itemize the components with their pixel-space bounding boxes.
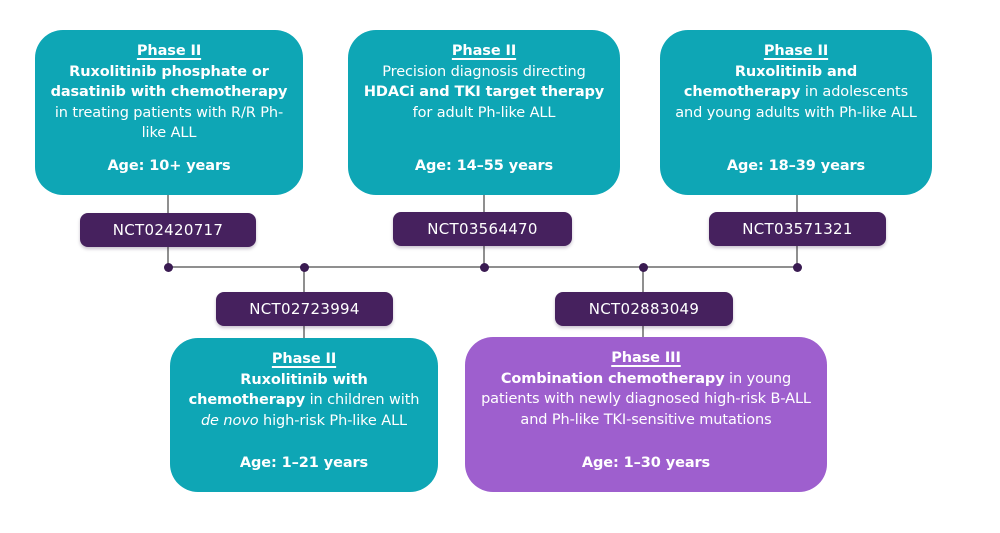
description-segment: in treating patients with R/R Ph-like AL… bbox=[54, 104, 284, 142]
age-label: Age: 14–55 years bbox=[414, 157, 554, 174]
trial-card-nct03564470: Phase II Precision diagnosis directing H… bbox=[348, 30, 620, 195]
description-segment: Combination chemotherapy bbox=[500, 370, 725, 387]
connector-dot bbox=[638, 262, 648, 272]
connector-dot bbox=[479, 262, 489, 272]
connector-dot bbox=[792, 262, 802, 272]
nct-id: NCT02420717 bbox=[112, 221, 224, 239]
age-label: Age: 1–30 years bbox=[581, 454, 711, 471]
age-label: Age: 10+ years bbox=[107, 157, 231, 174]
trial-description: Ruxolitinib with chemotherapy in children… bbox=[184, 370, 424, 432]
description-segment: chemotherapy bbox=[188, 392, 306, 408]
nct-id: NCT03571321 bbox=[742, 220, 853, 238]
trial-description: Precision diagnosis directing HDACi and … bbox=[362, 62, 606, 124]
description-segment: in children with bbox=[305, 392, 420, 408]
description-segment: in adolescents and young adults with Ph-… bbox=[675, 84, 917, 121]
trial-description: Combination chemotherapy in young patien… bbox=[479, 369, 813, 431]
description-segment: Ruxolitinib with bbox=[240, 371, 368, 388]
description-segment: chemotherapy bbox=[683, 84, 801, 100]
description-segment: for adult Ph-like ALL bbox=[412, 104, 556, 121]
connector-dot bbox=[163, 262, 173, 272]
description-segment: Precision diagnosis directing bbox=[382, 63, 586, 80]
age-label: Age: 18–39 years bbox=[726, 157, 866, 174]
nct-id: NCT02723994 bbox=[249, 300, 360, 318]
nct-badge-nct02420717: NCT02420717 bbox=[80, 213, 256, 247]
nct-badge-nct03564470: NCT03564470 bbox=[393, 212, 572, 246]
phase-label: Phase II bbox=[763, 43, 829, 59]
trial-card-nct02420717: Phase II Ruxolitinib phosphate or dasati… bbox=[35, 30, 303, 195]
trial-card-nct02883049: Phase III Combination chemotherapy in yo… bbox=[465, 337, 827, 492]
phase-label: Phase II bbox=[451, 43, 517, 59]
age-label: Age: 1–21 years bbox=[239, 454, 369, 471]
trial-description: Ruxolitinib phosphate or dasatinib with … bbox=[49, 62, 289, 144]
phase-label: Phase II bbox=[136, 43, 202, 59]
description-segment: de novo bbox=[200, 412, 259, 429]
nct-badge-nct03571321: NCT03571321 bbox=[709, 212, 886, 246]
description-segment: in young patients with newly diagnosed h… bbox=[481, 370, 811, 428]
description-segment: Ruxolitinib and bbox=[734, 63, 858, 80]
phase-label: Phase II bbox=[271, 351, 337, 367]
nct-id: NCT03564470 bbox=[427, 220, 538, 238]
nct-id: NCT02883049 bbox=[588, 300, 700, 318]
description-segment: high-risk Ph-like ALL bbox=[258, 412, 408, 429]
trial-description: Ruxolitinib and chemotherapy in adolescen… bbox=[674, 62, 918, 124]
phase-label: Phase III bbox=[611, 350, 681, 366]
trial-card-nct03571321: Phase II Ruxolitinib and chemotherapy in … bbox=[660, 30, 932, 195]
trial-card-nct02723994: Phase II Ruxolitinib with chemotherapy in… bbox=[170, 338, 438, 492]
nct-badge-nct02883049: NCT02883049 bbox=[555, 292, 733, 326]
nct-badge-nct02723994: NCT02723994 bbox=[216, 292, 393, 326]
connector-dot bbox=[299, 262, 309, 272]
description-segment: Ruxolitinib phosphate or dasatinib with … bbox=[50, 63, 288, 101]
description-segment: HDACi and TKI target therapy bbox=[363, 84, 605, 100]
